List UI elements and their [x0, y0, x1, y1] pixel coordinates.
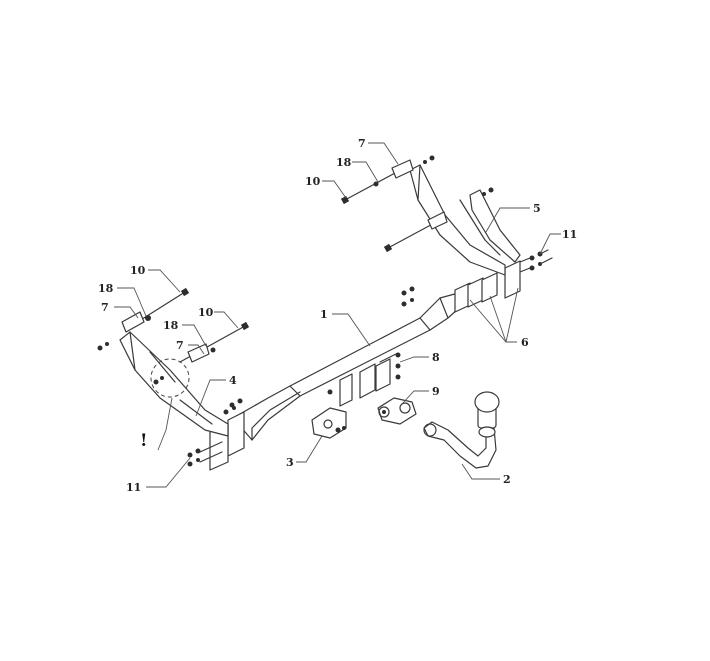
callout-18-left: 18	[98, 282, 114, 295]
callout-4: 4	[229, 374, 237, 387]
callout-2: 2	[503, 473, 511, 486]
callout-10-middle: 10	[198, 306, 214, 319]
crossbar-beam	[232, 291, 469, 441]
right-side-bracket	[409, 164, 521, 276]
socket-bracket	[311, 373, 353, 439]
right-lower-bolt	[383, 187, 494, 253]
callout-7-left: 7	[101, 301, 109, 314]
callout-6: 6	[521, 336, 529, 349]
left-upper-bolt	[97, 287, 190, 351]
callout-7-middle: 7	[176, 339, 184, 352]
callout-7-right: 7	[358, 137, 366, 150]
left-lower-nuts	[187, 398, 243, 467]
callout-10-right: 10	[305, 175, 321, 188]
right-mounting-plates	[454, 260, 521, 313]
center-mount-plate	[359, 352, 401, 399]
callout-1: 1	[320, 308, 328, 321]
callout-11-left: 11	[126, 481, 141, 494]
callout-9: 9	[432, 385, 440, 398]
callout-18-middle: 18	[163, 319, 179, 332]
warning-mark: !	[140, 431, 147, 451]
callout-11-right: 11	[562, 228, 577, 241]
callout-8: 8	[432, 351, 440, 364]
left-mounting-plate	[209, 411, 245, 471]
callout-5: 5	[533, 202, 541, 215]
callout-10-left: 10	[130, 264, 146, 277]
callouts: 1 2 3 4 5 6 7 7 7 8 9 10 10 10 11 11 18 …	[98, 137, 577, 494]
right-upper-bolt	[340, 155, 435, 205]
detail-circle	[150, 358, 190, 398]
towball-arm	[423, 391, 500, 469]
callout-3: 3	[286, 456, 294, 469]
locking-unit	[377, 397, 417, 425]
leader-lines	[114, 142, 561, 488]
callout-18-right: 18	[336, 156, 352, 169]
left-lower-bolt	[153, 321, 250, 385]
left-side-bracket	[119, 331, 229, 437]
